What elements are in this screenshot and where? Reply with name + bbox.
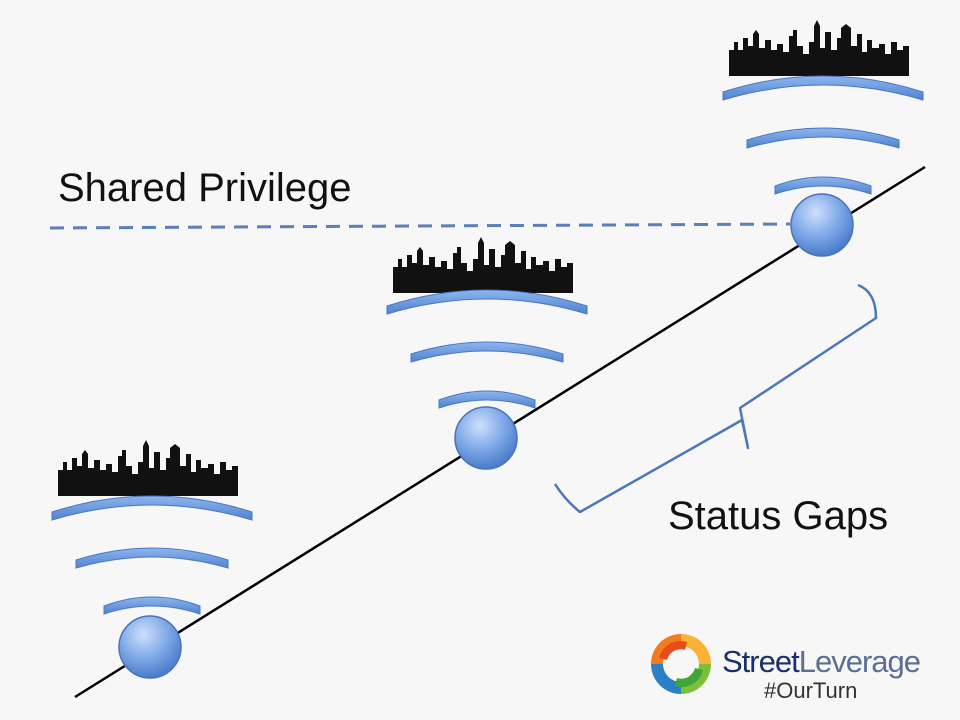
brand-name-part1: Street [722, 644, 800, 679]
node-icon-top [790, 193, 854, 257]
node-icon-middle [454, 406, 518, 470]
brand-block: StreetLeverage #OurTurn [644, 628, 944, 708]
status-gap-brace [553, 283, 878, 514]
skyline-icon-top [729, 20, 909, 76]
signal-arcs-icon-bottom [51, 495, 253, 615]
dashed-privilege-line [49, 222, 791, 230]
brand-name-part2: Leverage [798, 644, 921, 679]
node-icon-bottom [118, 615, 182, 679]
skyline-icon-middle [393, 237, 573, 293]
skyline-icon-bottom [58, 440, 238, 496]
shared-privilege-label: Shared Privilege [58, 166, 352, 210]
signal-arcs-icon-top [722, 75, 924, 195]
brand-name: StreetLeverage [722, 644, 921, 680]
status-gaps-label: Status Gaps [668, 494, 889, 538]
brand-hashtag: #OurTurn [764, 678, 858, 703]
signal-arcs-icon-middle [386, 289, 588, 409]
street-leverage-logo-icon [651, 634, 711, 694]
